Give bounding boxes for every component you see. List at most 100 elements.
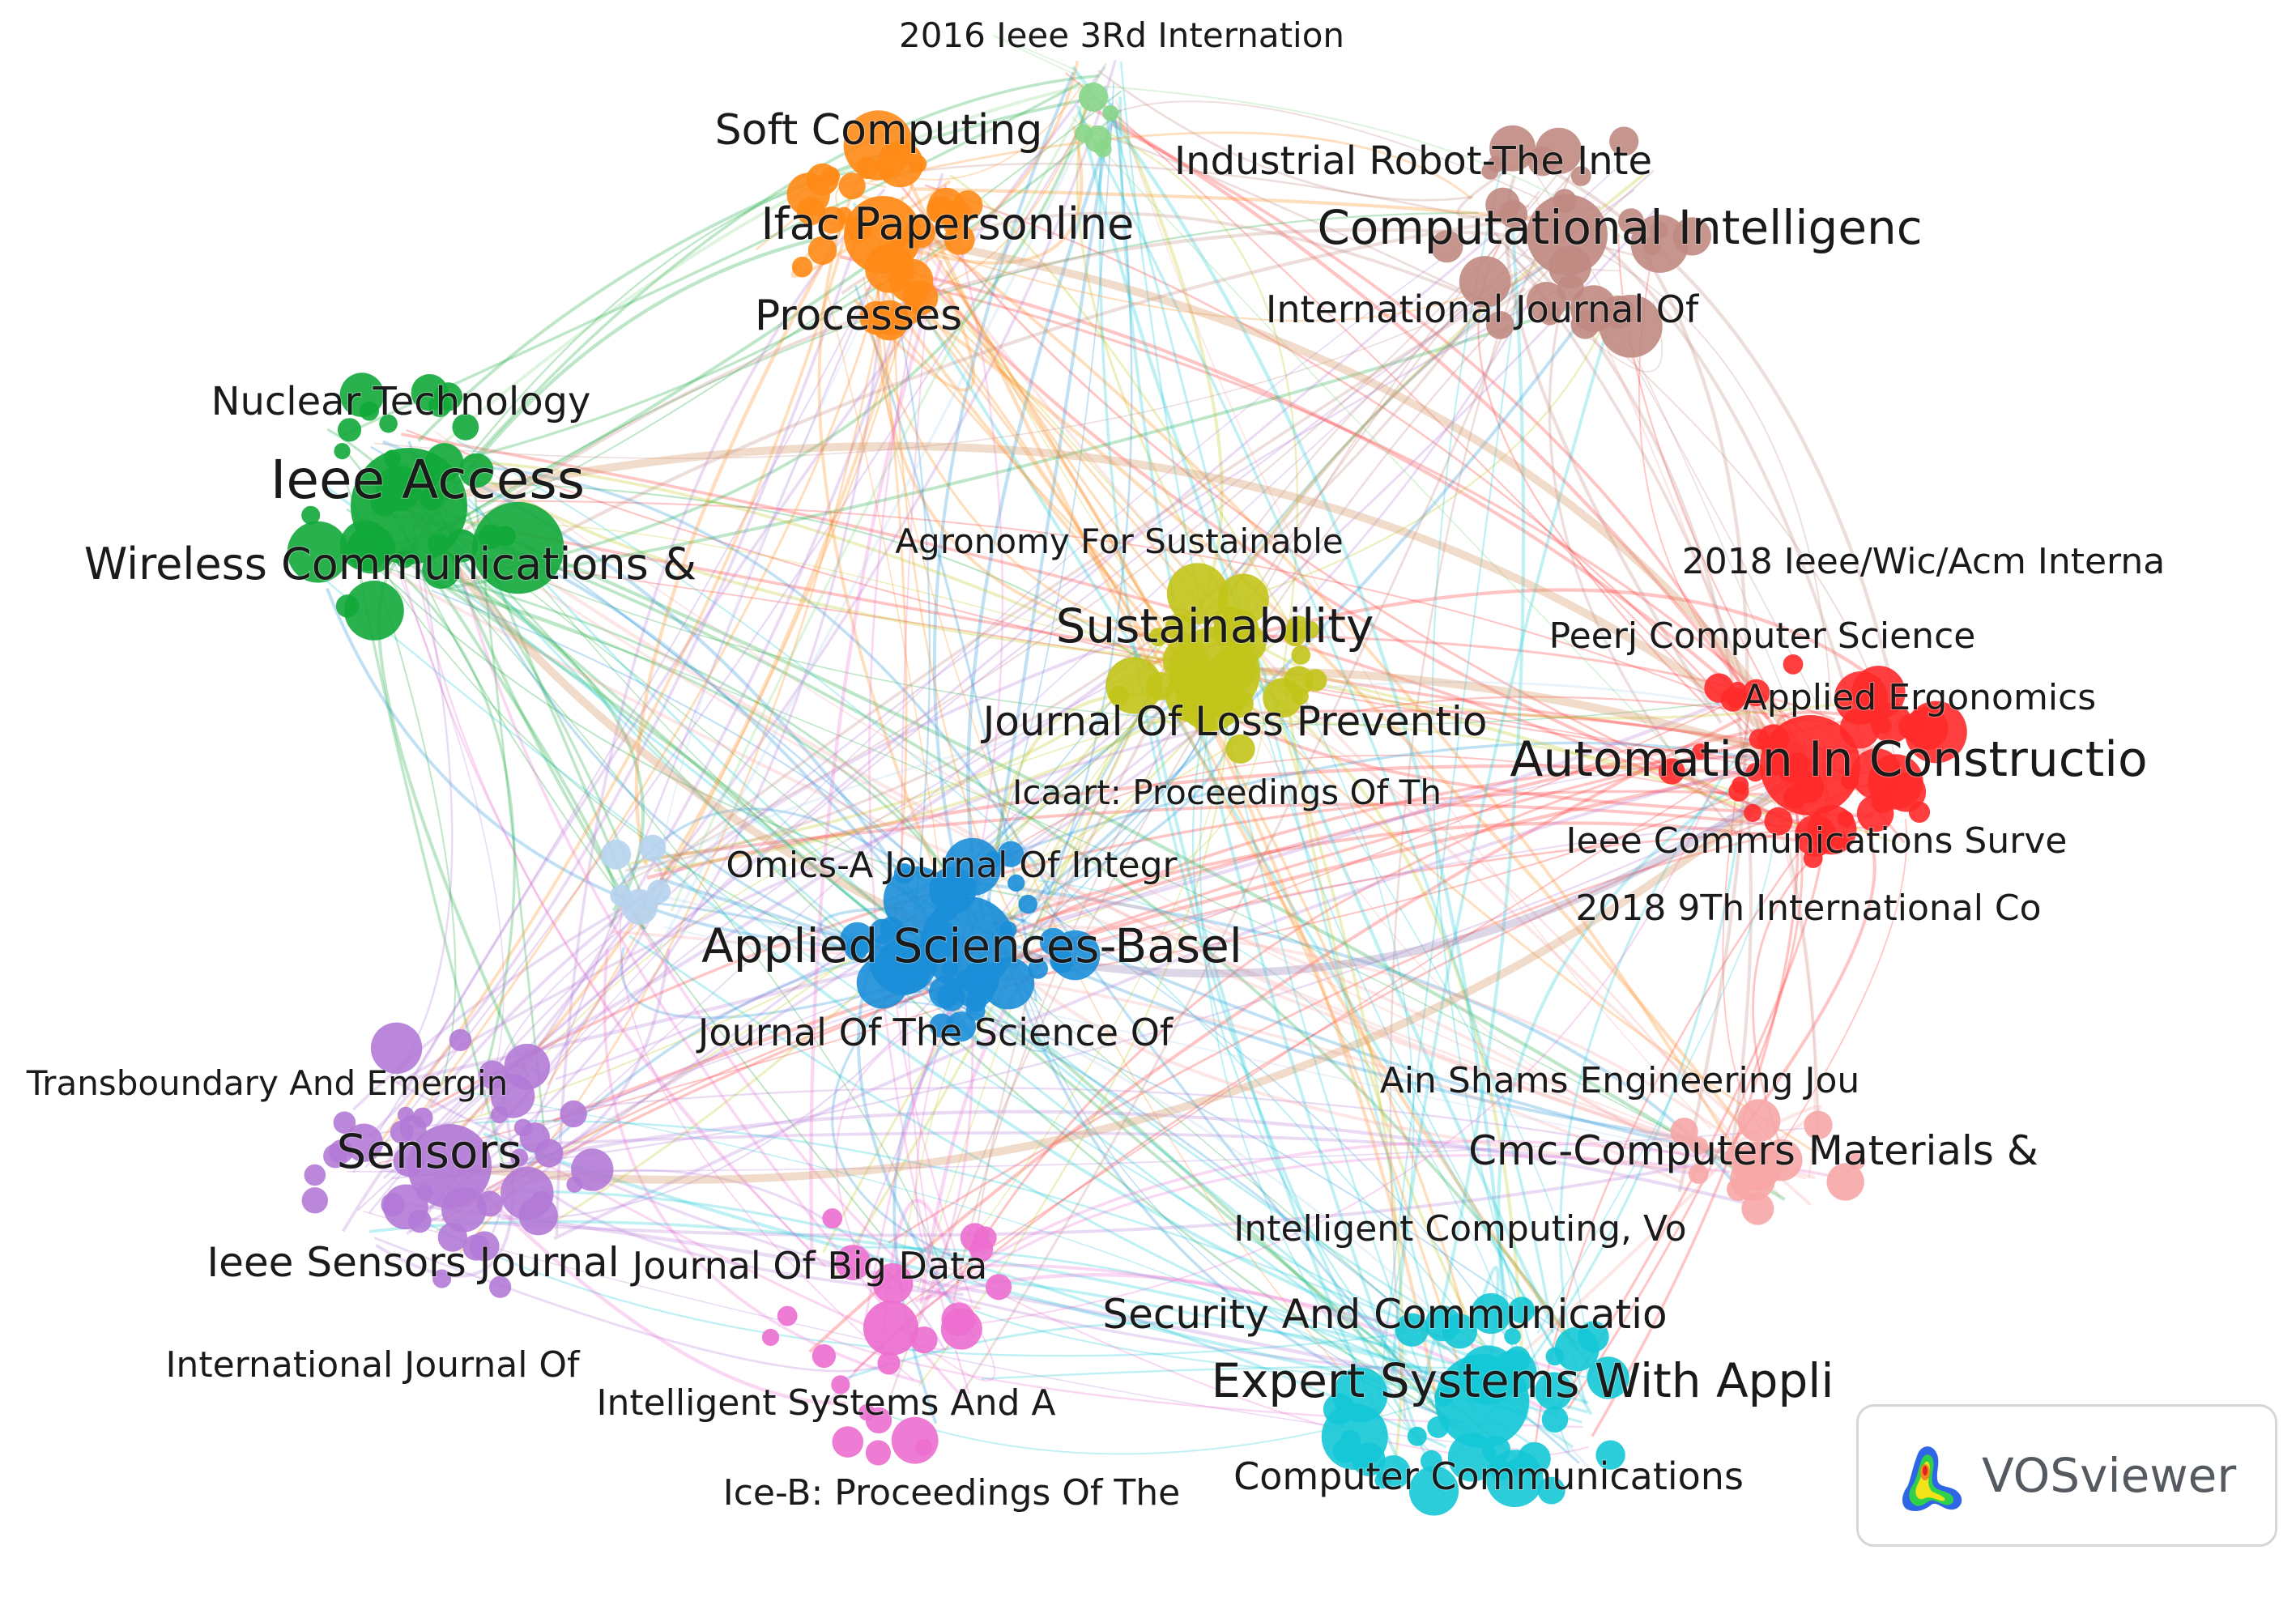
network-node[interactable] [811,1343,836,1369]
label-journal-of-big-data[interactable]: Journal Of Big Data [629,1243,989,1288]
network-node[interactable] [571,1148,614,1191]
network-node[interactable] [1837,811,1854,828]
label-2018-9th-international[interactable]: 2018 9Th International Co [1574,887,2042,930]
network-node[interactable] [370,1022,423,1075]
network-node[interactable] [786,172,830,216]
label-international-journal-of-bottom[interactable]: International Journal Of [164,1343,581,1386]
network-node[interactable] [1834,671,1888,725]
network-node[interactable] [1263,678,1303,718]
network-node[interactable] [838,172,866,200]
network-node[interactable] [1434,1386,1455,1407]
network-node[interactable] [1689,1136,1708,1156]
network-node[interactable] [425,443,464,482]
network-node[interactable] [1075,124,1093,143]
network-node[interactable] [476,1190,503,1217]
network-node[interactable] [337,418,362,442]
network-node[interactable] [1007,874,1025,892]
network-node[interactable] [856,956,909,1009]
network-node[interactable] [1744,803,1762,823]
network-node[interactable] [1421,1450,1442,1472]
network-node[interactable] [1727,1177,1750,1202]
network-node[interactable] [973,1226,997,1250]
network-node[interactable] [333,1111,356,1135]
network-node[interactable] [510,1148,529,1167]
network-node[interactable] [383,1184,428,1230]
network-node[interactable] [329,1139,354,1164]
network-node[interactable] [1578,1321,1609,1352]
network-node[interactable] [489,1275,512,1298]
network-node[interactable] [1188,669,1233,713]
network-node[interactable] [427,533,449,556]
network-node[interactable] [1670,1118,1698,1146]
network-node[interactable] [359,401,379,421]
network-node[interactable] [416,1183,434,1201]
network-node[interactable] [920,920,960,960]
network-node[interactable] [952,190,983,221]
network-node[interactable] [1659,758,1685,785]
network-node[interactable] [944,837,1002,896]
network-node[interactable] [495,526,515,545]
network-node[interactable] [893,863,914,884]
network-node[interactable] [379,414,398,433]
network-node[interactable] [1783,786,1807,810]
network-node[interactable] [1459,1345,1518,1405]
network-node[interactable] [472,501,564,594]
network-node-hub[interactable] [863,1301,918,1356]
network-node[interactable] [986,1274,1012,1301]
label-cmc-computers-materials[interactable]: Cmc-Computers Materials & [1467,1126,2039,1175]
network-node[interactable] [1535,1372,1573,1411]
network-node[interactable] [301,1187,328,1214]
network-node[interactable] [412,1107,433,1128]
network-node[interactable] [868,300,909,341]
network-node[interactable] [1526,282,1566,322]
network-node[interactable] [941,1302,976,1337]
label-expert-systems-with-applications[interactable]: Expert Systems With Appli [1210,1352,1834,1409]
network-node[interactable] [999,921,1017,939]
network-node[interactable] [1490,1459,1512,1481]
network-node[interactable] [1745,763,1765,782]
network-node[interactable] [777,1305,798,1326]
network-node[interactable] [560,1100,587,1128]
network-node[interactable] [1642,236,1662,256]
network-node[interactable] [944,217,961,236]
network-node[interactable] [422,551,461,590]
network-node[interactable] [1749,729,1770,750]
label-2016-ieee-3rd-internation[interactable]: 2016 Ieee 3Rd Internation [898,15,1345,56]
network-node[interactable] [1688,1164,1709,1184]
network-node[interactable] [1692,743,1709,760]
network-node[interactable] [872,1262,914,1304]
network-node[interactable] [929,976,961,1009]
network-node[interactable] [791,256,813,278]
network-node[interactable] [845,937,868,961]
network-node[interactable] [807,236,837,265]
network-node[interactable] [869,918,895,944]
network-node[interactable] [1704,673,1734,703]
network-node[interactable] [1898,713,1925,740]
network-node[interactable] [889,229,909,249]
network-node[interactable] [390,1120,414,1144]
network-node[interactable] [370,489,398,517]
network-node[interactable] [1039,927,1067,956]
network-node[interactable] [1166,563,1229,624]
network-node[interactable] [441,1186,487,1233]
network-node[interactable] [1225,734,1255,764]
network-node[interactable] [1672,217,1711,256]
label-ain-shams-engineering[interactable]: Ain Shams Engineering Jou [1379,1059,1861,1102]
network-node[interactable] [334,443,351,460]
network-node[interactable] [835,1245,871,1281]
network-node[interactable] [1527,146,1558,177]
network-node[interactable] [1786,752,1810,776]
network-node[interactable] [478,1060,507,1090]
network-node[interactable] [1470,1292,1512,1335]
network-node[interactable] [1783,654,1804,675]
label-security-and-communication[interactable]: Security And Communicatio [1101,1290,1668,1339]
network-node[interactable] [411,374,449,411]
network-node[interactable] [877,1352,901,1375]
network-node[interactable] [1442,1314,1477,1349]
network-node[interactable] [822,1208,843,1228]
network-node[interactable] [449,1028,472,1052]
label-computational-intelligence[interactable]: Computational Intelligenc [1316,199,1923,256]
network-node[interactable] [1332,1367,1388,1423]
network-node[interactable] [1570,166,1591,186]
network-node[interactable] [1595,1440,1625,1470]
